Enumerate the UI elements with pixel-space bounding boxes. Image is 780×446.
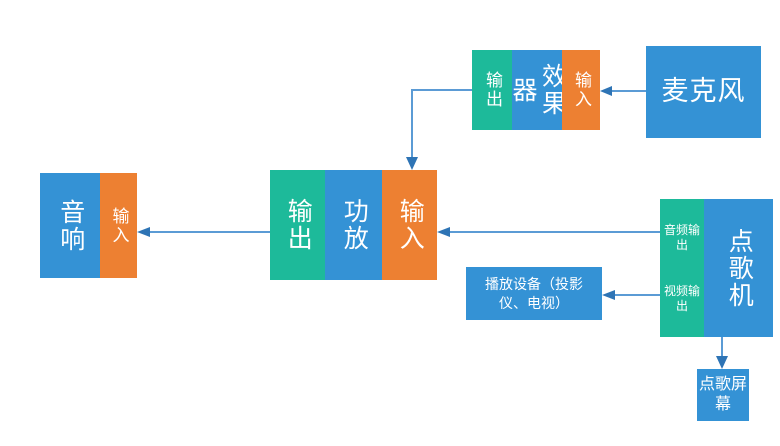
connector-karaoke-to-song-screen [716, 337, 728, 369]
node-karaoke-machine[interactable]: 音频输出 视频输出 点歌机 [660, 199, 773, 337]
speaker-input-port[interactable]: 输入 [100, 173, 137, 278]
karaoke-body-label: 点歌机 [725, 227, 754, 309]
amplifier-output-port[interactable]: 输出 [270, 170, 325, 280]
amplifier-body[interactable]: 功放 [325, 170, 382, 280]
connector-mic-to-effector [600, 86, 646, 96]
node-effector[interactable]: 输出 效果器 输入 [472, 50, 600, 130]
amplifier-body-label: 功放 [340, 198, 369, 252]
karaoke-video-output-port-label: 视频输出 [663, 284, 700, 313]
effector-input-port-label: 输入 [572, 71, 592, 109]
song-screen-label: 点歌屏幕 [697, 369, 749, 421]
effector-input-port[interactable]: 输入 [562, 50, 600, 130]
playback-device-label: 播放设备（投影仪、电视） [466, 267, 602, 320]
connector-karaoke-video-to-playback [602, 290, 660, 300]
node-song-screen[interactable]: 点歌屏幕 [697, 369, 749, 421]
microphone-label: 麦克风 [646, 46, 761, 138]
karaoke-audio-output-port[interactable]: 音频输出 [660, 223, 704, 252]
karaoke-audio-output-port-label: 音频输出 [663, 223, 700, 252]
connector-effector-to-amplifier [406, 89, 472, 170]
effector-output-port-label: 输出 [483, 71, 503, 109]
effector-output-port[interactable]: 输出 [472, 50, 512, 130]
connector-karaoke-audio-to-amplifier [437, 227, 660, 237]
amplifier-output-port-label: 输出 [284, 198, 313, 252]
node-amplifier[interactable]: 输出 功放 输入 [270, 170, 437, 280]
speaker-body-label: 音响 [56, 198, 85, 253]
speaker-body[interactable]: 音响 [40, 173, 100, 278]
node-playback-device[interactable]: 播放设备（投影仪、电视） [466, 267, 602, 320]
effector-body[interactable]: 效果器 [512, 50, 562, 130]
node-speaker[interactable]: 音响 输入 [40, 173, 137, 278]
karaoke-body[interactable]: 点歌机 [704, 199, 773, 337]
node-microphone[interactable]: 麦克风 [646, 46, 761, 138]
karaoke-port-strip[interactable]: 音频输出 视频输出 [660, 199, 704, 337]
karaoke-video-output-port[interactable]: 视频输出 [660, 284, 704, 313]
speaker-input-port-label: 输入 [109, 206, 129, 245]
connector-amplifier-to-speaker [137, 227, 270, 237]
amplifier-input-port-label: 输入 [396, 198, 425, 252]
amplifier-input-port[interactable]: 输入 [382, 170, 437, 280]
effector-body-label: 效果器 [512, 63, 562, 117]
